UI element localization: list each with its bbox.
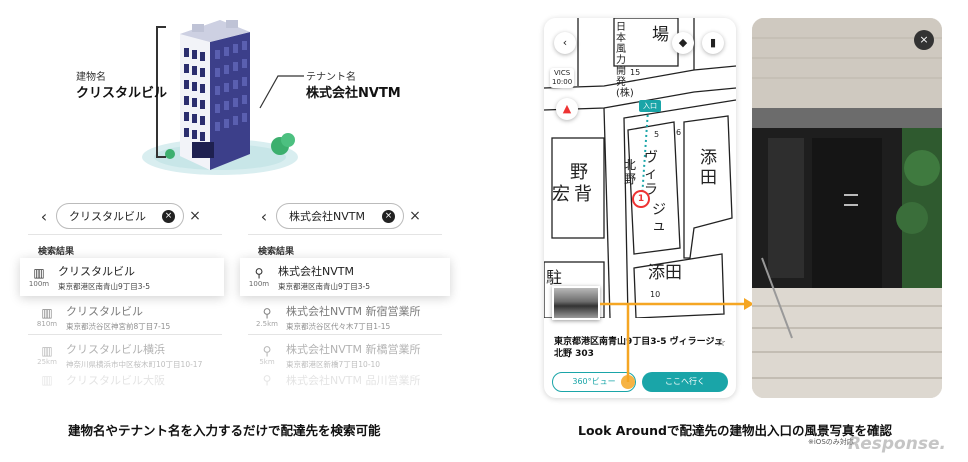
- entrance-photo-image: [752, 18, 942, 398]
- map-label: 場: [652, 25, 669, 45]
- search-input-text: 株式会社NVTM: [289, 210, 365, 223]
- map-label: 添田: [700, 148, 717, 188]
- entrance-label: 入口: [639, 100, 661, 112]
- bookmark-icon[interactable]: ◆: [672, 32, 694, 54]
- watermark-logo: Response.: [848, 434, 946, 454]
- lot-number: 5: [654, 130, 660, 139]
- result-row[interactable]: ▥25km クリスタルビル横浜神奈川県横浜市中区桜木町10丁目10-17: [37, 342, 203, 369]
- result-row[interactable]: ▥810m クリスタルビル東京都渋谷区神宮前8丁目7-15: [36, 304, 171, 331]
- location-pin-icon: ⚲: [262, 306, 272, 320]
- destination-pin[interactable]: 1: [632, 190, 650, 208]
- divider: [28, 334, 222, 335]
- building-icon: ▥: [41, 344, 53, 358]
- search-bar: ‹ 株式会社NVTM × ×: [252, 201, 440, 231]
- ios-only-note: ※iOSのみ対応: [808, 438, 854, 446]
- map-label: 野: [570, 162, 588, 183]
- search-input[interactable]: 株式会社NVTM ×: [276, 203, 404, 229]
- lot-number: 6: [676, 128, 682, 137]
- map-label: 北野: [624, 158, 637, 186]
- caption-search: 建物名やテナント名を入力するだけで配達先を検索可能: [68, 423, 381, 438]
- map-view[interactable]: 場 日本風力開発(株) 野 宏 背 北野 ヴィラ ジュ 添田 添田 駐 15 5…: [544, 18, 736, 319]
- divider: [248, 334, 442, 335]
- map-label: 日本風力開発(株): [616, 22, 634, 99]
- tenant-name-caption: テナント名: [306, 72, 356, 83]
- result-row[interactable]: ▥ クリスタルビル大阪: [41, 373, 165, 387]
- destination-address: 東京都港区南青山9丁目3-5 ヴィラージュ北野 303: [554, 337, 723, 359]
- building-icon: ▥: [41, 373, 53, 387]
- result-row[interactable]: ⚲2.5km 株式会社NVTM 新宿営業所東京都渋谷区代々木7丁目1-15: [255, 304, 421, 331]
- tenant-name-value: 株式会社NVTM: [306, 86, 401, 101]
- building-bracket: [156, 26, 166, 158]
- location-pin-icon: ⚲: [254, 266, 264, 280]
- building-icon: ▥: [33, 266, 45, 280]
- close-icon[interactable]: ×: [914, 30, 934, 50]
- look-around-photo[interactable]: ×: [752, 18, 942, 398]
- map-label: 背: [574, 184, 592, 205]
- search-input[interactable]: クリスタルビル ×: [56, 203, 184, 229]
- divider: [28, 234, 222, 235]
- back-arrow-icon[interactable]: ‹: [40, 206, 48, 226]
- search-bar: ‹ クリスタルビル × ×: [32, 201, 220, 231]
- compass-icon[interactable]: ▲: [556, 98, 578, 120]
- location-pin-icon: ⚲: [262, 344, 272, 358]
- back-arrow-icon[interactable]: ‹: [554, 32, 576, 54]
- star-icon[interactable]: ☆: [716, 336, 726, 349]
- section-header: 検索結果: [258, 247, 295, 257]
- tenant-leader-line: [259, 75, 304, 109]
- building-name-value: クリスタルビル: [76, 86, 168, 101]
- lot-number: 15: [630, 68, 641, 77]
- close-icon[interactable]: ×: [409, 208, 421, 224]
- connector-arrows: [600, 298, 754, 389]
- result-row[interactable]: ▥100m クリスタルビル東京都港区南青山9丁目3-5: [20, 258, 224, 296]
- view-360-button[interactable]: 360°ビュー: [552, 372, 636, 392]
- search-input-text: クリスタルビル: [69, 210, 146, 223]
- navigate-here-button[interactable]: ここへ行く: [642, 372, 728, 392]
- map-label: ジュ: [652, 202, 666, 234]
- building-name-caption: 建物名: [76, 72, 106, 83]
- look-around-thumbnail[interactable]: [552, 286, 600, 320]
- map-label: 添田: [648, 263, 682, 283]
- result-row[interactable]: ⚲5km 株式会社NVTM 新橋営業所東京都港区新橋7丁目10-10: [259, 342, 421, 369]
- map-label: 宏: [552, 184, 570, 205]
- location-pin-icon: ⚲: [262, 373, 272, 387]
- caption-look-around: Look Aroundで配達先の建物出入口の風景写真を確認: [578, 423, 892, 438]
- clear-icon[interactable]: ×: [162, 209, 175, 223]
- trash-icon[interactable]: ▮: [702, 32, 724, 54]
- close-icon[interactable]: ×: [189, 208, 201, 224]
- result-row[interactable]: ⚲ 株式会社NVTM 品川営業所: [262, 373, 421, 387]
- map-screen: 場 日本風力開発(株) 野 宏 背 北野 ヴィラ ジュ 添田 添田 駐 15 5…: [544, 18, 736, 398]
- section-header: 検索結果: [38, 247, 75, 257]
- lot-number: 10: [650, 290, 661, 299]
- building-icon: ▥: [41, 306, 53, 320]
- clear-icon[interactable]: ×: [382, 209, 395, 223]
- back-arrow-icon[interactable]: ‹: [260, 206, 268, 226]
- divider: [248, 234, 442, 235]
- building-illustration: [140, 14, 340, 184]
- map-label: 駐: [546, 268, 563, 287]
